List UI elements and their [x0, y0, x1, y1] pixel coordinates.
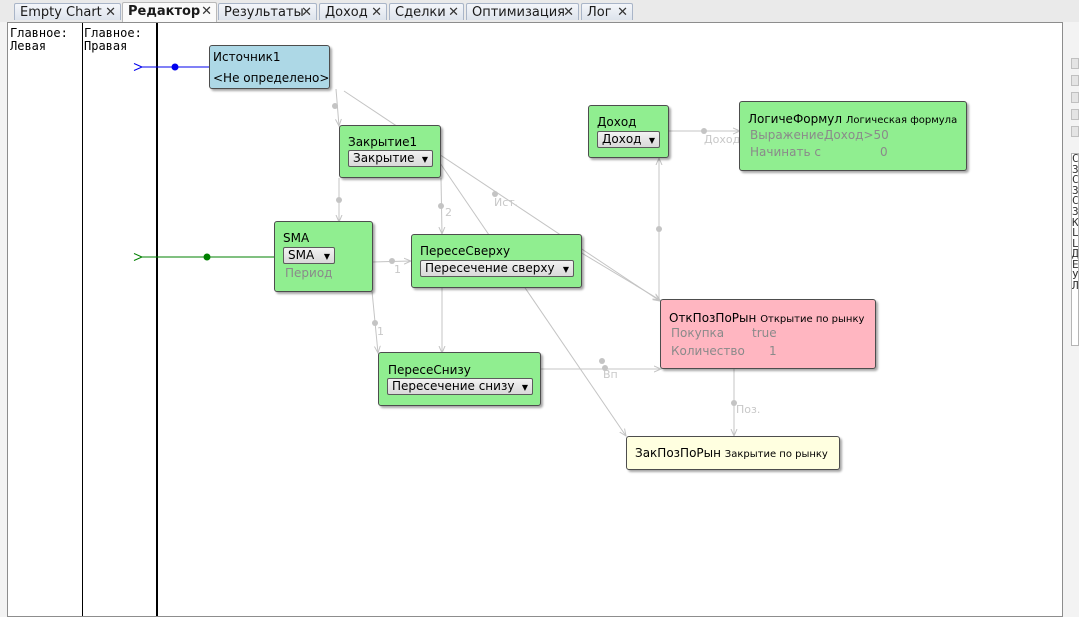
tab-income[interactable]: Доход ✕ — [319, 3, 387, 20]
side-button[interactable] — [1071, 109, 1079, 120]
node-close-market[interactable]: ЗакПозПоРын Закрытие по рынку — [626, 436, 840, 470]
tab-editor[interactable]: Редактор ✕ — [122, 2, 217, 22]
side-button[interactable] — [1071, 92, 1079, 103]
side-button[interactable] — [1071, 75, 1079, 86]
side-list[interactable]: С З С З С З К L L Д Е У Л — [1071, 153, 1079, 346]
column-divider — [82, 23, 83, 616]
tab-label: Редактор — [128, 4, 201, 19]
tab-trades[interactable]: Сделки ✕ — [389, 3, 464, 20]
close-icon[interactable]: ✕ — [563, 5, 574, 20]
node-cross-up[interactable]: ПересеСверху Пересечение сверху▼ — [411, 234, 582, 288]
tab-label: Оптимизация — [472, 5, 566, 20]
node-open-market[interactable]: ОткПозПоРын Открытие по рынку Покупка tr… — [660, 299, 876, 369]
right-column-label: Главное: Правая — [84, 26, 142, 53]
column-divider — [156, 23, 158, 616]
close-icon[interactable]: ✕ — [105, 5, 116, 20]
period-label: Период — [285, 266, 333, 280]
link-crossup-open — [579, 251, 660, 300]
sma-dropdown[interactable]: SMA▼ — [283, 247, 335, 264]
tab-label: Доход — [325, 5, 368, 20]
tab-label: Лог — [587, 5, 612, 20]
tab-label: Empty Chart — [20, 5, 102, 20]
close-dropdown[interactable]: Закрытие▼ — [348, 150, 433, 167]
cross-up-dropdown[interactable]: Пересечение сверху▼ — [420, 260, 574, 277]
start-from-value[interactable]: 0 — [880, 145, 888, 159]
expression-label: Выражение — [750, 128, 824, 142]
port-label: Доход — [704, 133, 741, 146]
start-from-label: Начинать с — [750, 145, 821, 159]
port-label: Вп — [603, 368, 618, 381]
left-column-label: Главное: Левая — [10, 26, 68, 53]
tab-empty-chart[interactable]: Empty Chart ✕ — [14, 3, 121, 20]
node-close[interactable]: Закрытие1 Закрытие▼ — [339, 125, 441, 178]
chevron-down-icon: ▼ — [421, 155, 428, 164]
income-dropdown[interactable]: Доход▼ — [597, 131, 660, 148]
node-title: ПересеСверху — [420, 244, 511, 258]
tab-optimization[interactable]: Оптимизация ✕ — [466, 3, 579, 20]
side-button[interactable] — [1071, 58, 1079, 69]
node-logic-formula[interactable]: ЛогичеФормул Логическая формула Выражени… — [739, 101, 967, 171]
node-title: ЗакПозПоРын Закрытие по рынку — [635, 446, 828, 460]
link-close-closemarket — [439, 162, 626, 436]
chevron-down-icon: ▼ — [562, 265, 569, 274]
node-cross-down[interactable]: ПересеСнизу Пересечение снизу▼ — [378, 352, 541, 406]
tab-label: Сделки — [395, 5, 446, 20]
expression-value[interactable]: Доход>50 — [824, 128, 889, 142]
tab-label: Результаты — [224, 5, 304, 20]
port-label: 2 — [445, 206, 452, 219]
tab-results[interactable]: Результаты ✕ — [218, 3, 317, 20]
side-button[interactable] — [1071, 126, 1079, 137]
node-title: ЛогичеФормул Логическая формула — [748, 112, 958, 126]
tab-bar: Empty Chart ✕ Редактор ✕ Результаты ✕ До… — [0, 0, 1079, 22]
port-label: 1 — [394, 263, 401, 276]
close-icon[interactable]: ✕ — [617, 5, 628, 20]
node-source[interactable]: Источник1 <Не определено> — [209, 45, 330, 89]
cross-down-dropdown[interactable]: Пересечение снизу▼ — [387, 378, 533, 395]
node-title: Доход — [597, 115, 637, 129]
node-title: Закрытие1 — [348, 135, 418, 149]
chevron-down-icon: ▼ — [521, 383, 528, 392]
node-title: ПересеСнизу — [388, 363, 471, 377]
buy-value[interactable]: true — [752, 326, 777, 340]
node-title: Источник1 — [213, 50, 281, 64]
chevron-down-icon: ▼ — [648, 136, 655, 145]
close-icon[interactable]: ✕ — [201, 4, 212, 19]
node-title: ОткПозПоРын Открытие по рынку — [669, 311, 865, 325]
port-label: 1 — [377, 325, 384, 338]
buy-label: Покупка — [671, 326, 725, 340]
tab-log[interactable]: Лог ✕ — [581, 3, 633, 20]
node-sma[interactable]: SMA SMA▼ Период — [274, 221, 373, 292]
close-icon[interactable]: ✕ — [371, 5, 382, 20]
node-title: SMA — [283, 231, 310, 245]
side-panel: С З С З С З К L L Д Е У Л — [1063, 22, 1079, 617]
chevron-down-icon: ▼ — [323, 252, 330, 261]
close-icon[interactable]: ✕ — [301, 5, 312, 20]
port-label: Ист. — [494, 196, 519, 209]
node-income[interactable]: Доход Доход▼ — [588, 105, 669, 158]
quantity-value[interactable]: 1 — [769, 344, 777, 358]
node-value: <Не определено> — [213, 71, 330, 85]
quantity-label: Количество — [671, 344, 745, 358]
close-icon[interactable]: ✕ — [448, 5, 459, 20]
port-label: Поз. — [736, 403, 761, 416]
